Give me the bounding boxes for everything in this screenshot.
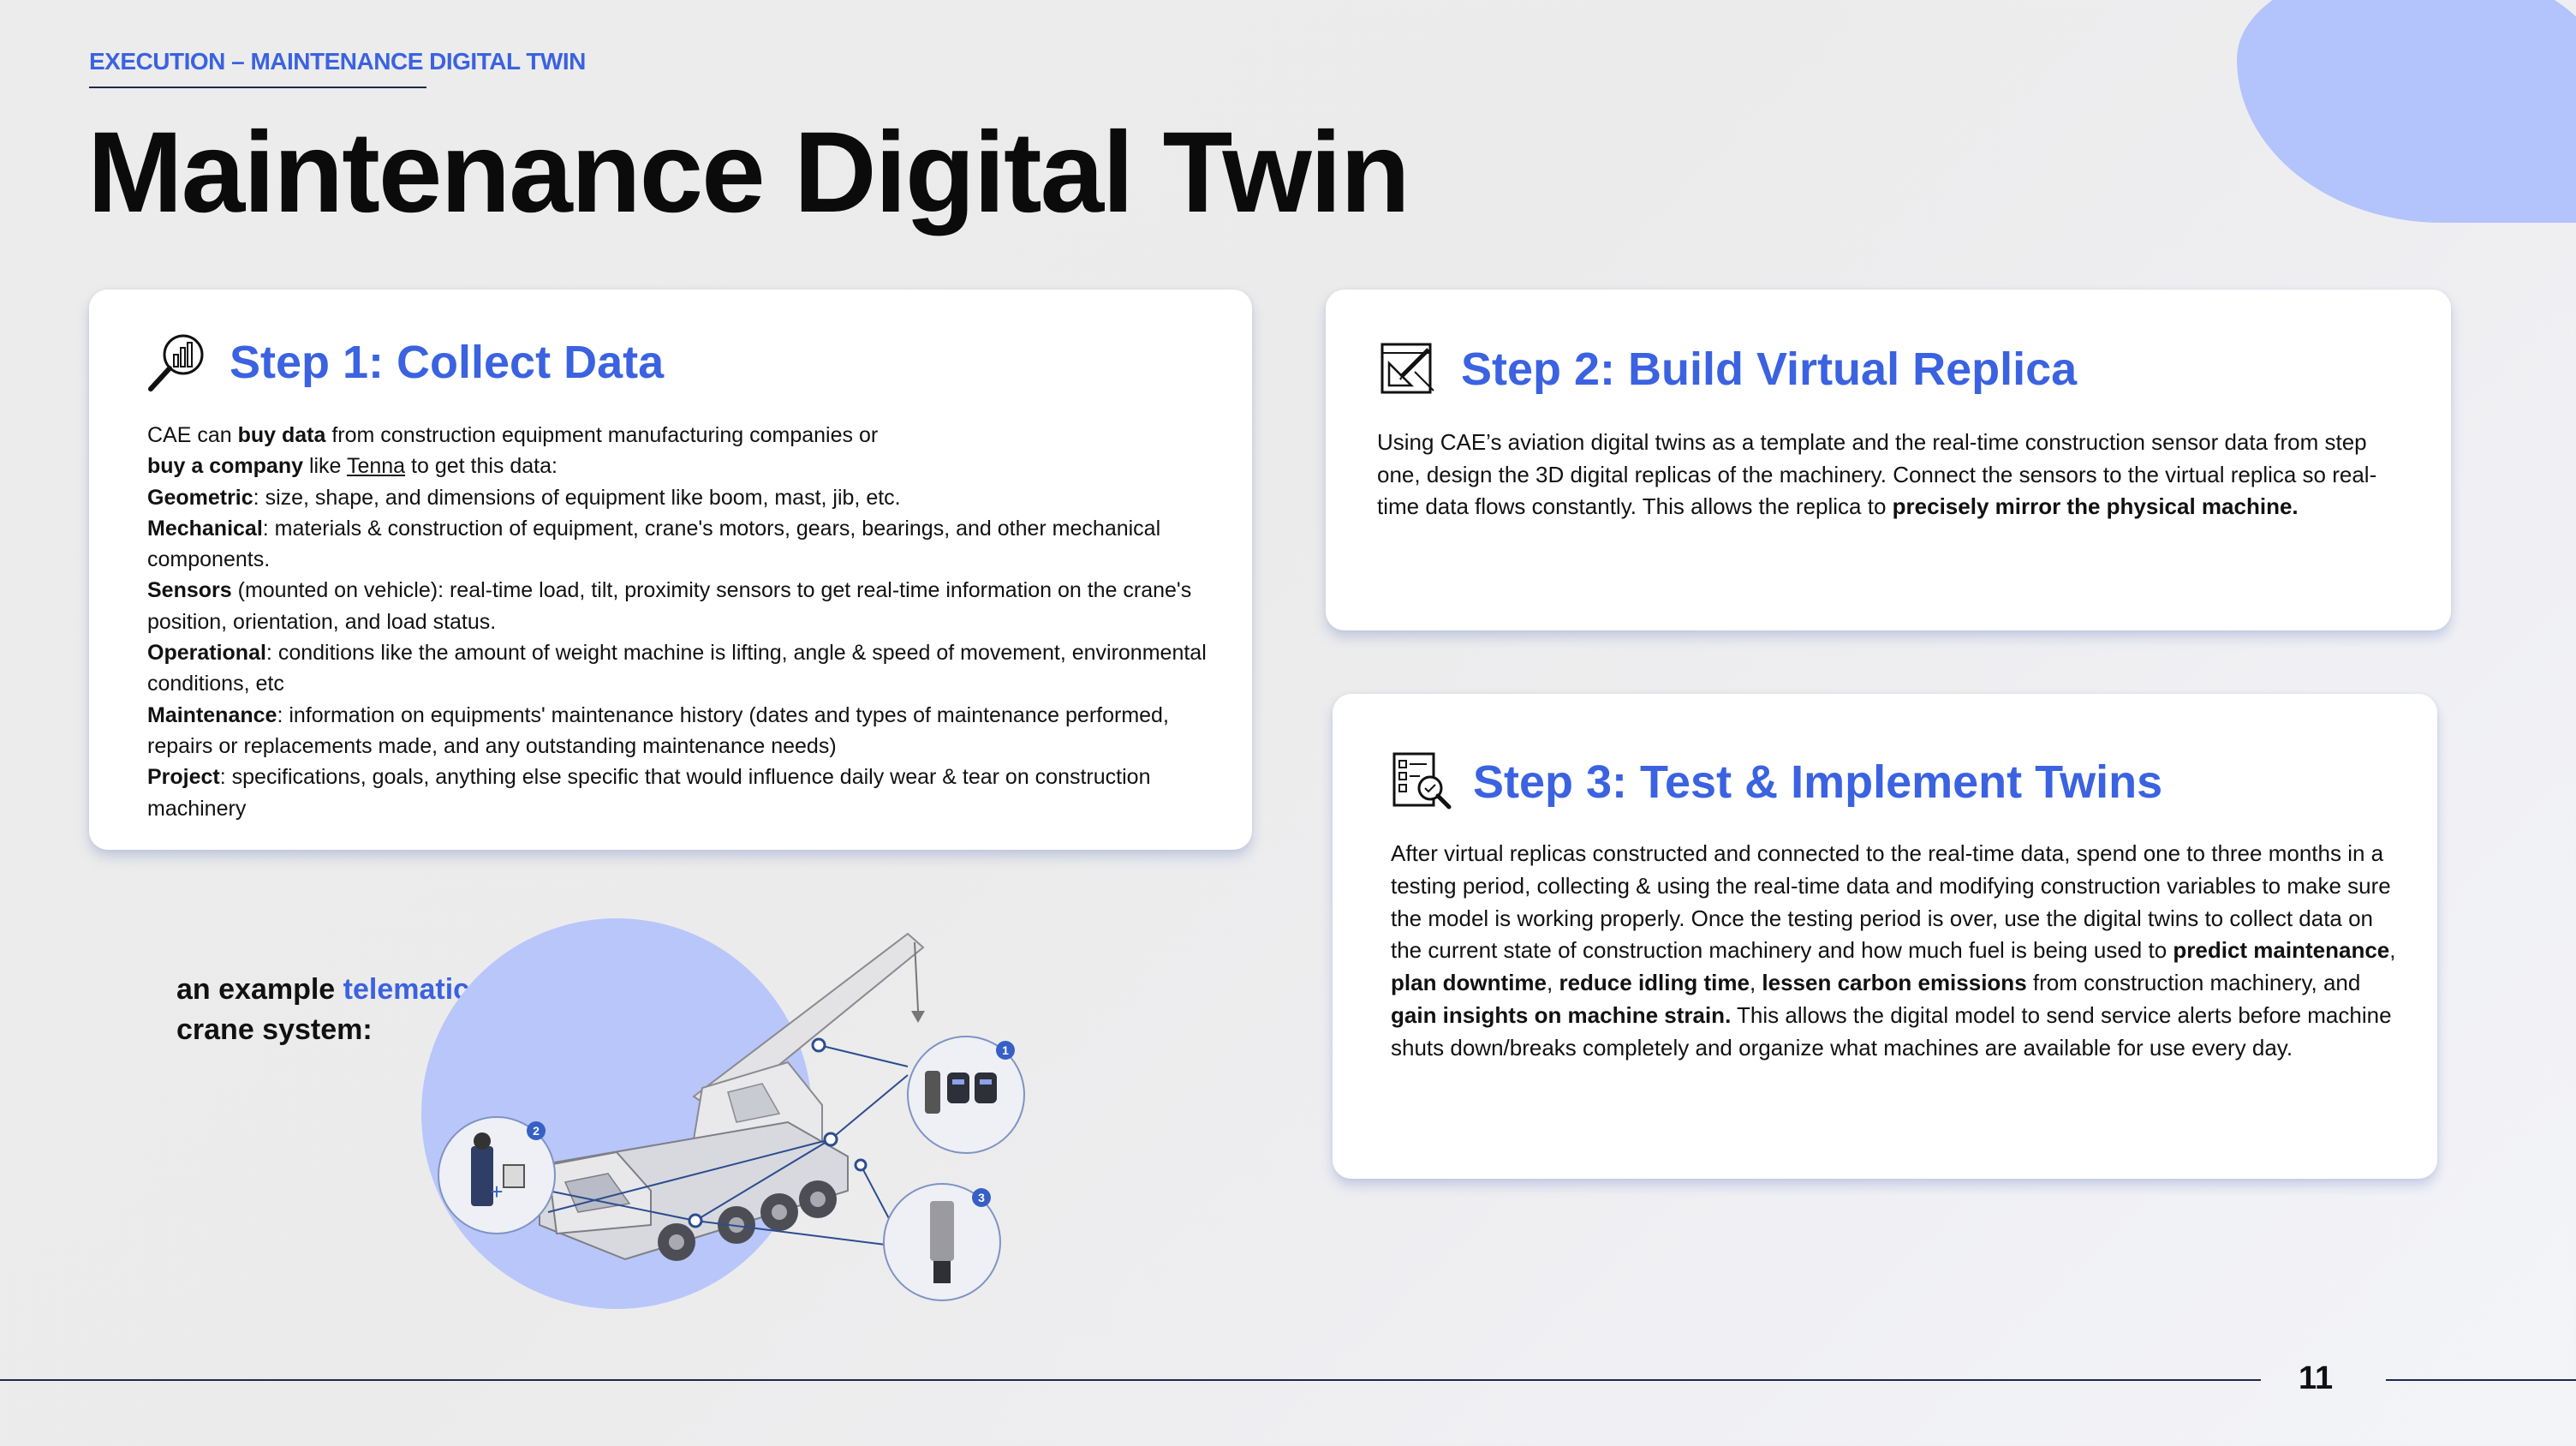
list-item: Maintenance: information on equipments' … bbox=[147, 702, 1169, 758]
step3-body: After virtual replicas constructed and c… bbox=[1391, 838, 2410, 1065]
step3-card: Step 3: Test & Implement Twins After vir… bbox=[1333, 694, 2437, 1179]
page-title: Maintenance Digital Twin bbox=[87, 109, 1410, 236]
tenna-link[interactable]: Tenna bbox=[346, 454, 406, 479]
step1-title: Step 1: Collect Data bbox=[230, 337, 665, 388]
step1-intro: CAE can buy data from construction equip… bbox=[147, 423, 879, 479]
step2-header: Step 2: Build Virtual Replica bbox=[1377, 338, 2077, 401]
crane-telematics-illustration: 1 + 2 3 bbox=[421, 918, 1025, 1309]
step1-body: CAE can buy data from construction equip… bbox=[147, 420, 1226, 824]
list-item: Operational: conditions like the amount … bbox=[147, 641, 1207, 696]
list-item: Sensors (mounted on vehicle): real-time … bbox=[147, 578, 1192, 634]
sensor-badge-1: 1 bbox=[1002, 1043, 1009, 1057]
footer-rule-left bbox=[0, 1379, 2261, 1381]
sensor-bubble-1: 1 bbox=[907, 1036, 1025, 1154]
step3-paragraph: After virtual replicas constructed and c… bbox=[1391, 840, 2396, 1061]
decorative-blob bbox=[2237, 0, 2576, 223]
step2-paragraph: Using CAE’s aviation digital twins as a … bbox=[1377, 429, 2377, 519]
sensor-bubble-3: 3 bbox=[883, 1183, 1001, 1301]
page-number: 11 bbox=[2299, 1360, 2334, 1396]
list-item: Mechanical: materials & construction of … bbox=[147, 516, 1161, 572]
magnifier-chart-icon bbox=[148, 334, 204, 391]
footer-rule-right bbox=[2386, 1379, 2576, 1381]
sensor-bubble-2: + 2 bbox=[438, 1116, 556, 1234]
step1-header: Step 1: Collect Data bbox=[146, 331, 664, 394]
step2-body: Using CAE’s aviation digital twins as a … bbox=[1377, 427, 2405, 523]
section-kicker: EXECUTION – MAINTENANCE DIGITAL TWIN bbox=[89, 48, 586, 75]
step2-title: Step 2: Build Virtual Replica bbox=[1461, 344, 2078, 395]
telematics-caption: an example telematics crane system: bbox=[176, 973, 486, 1046]
sensor-badge-2: 2 bbox=[533, 1124, 540, 1138]
list-item: Geometric: size, shape, and dimensions o… bbox=[147, 485, 901, 510]
step1-card: Step 1: Collect Data CAE can buy data fr… bbox=[89, 290, 1252, 850]
document-search-icon bbox=[1392, 752, 1452, 810]
svg-text:+: + bbox=[490, 1179, 503, 1204]
list-item: Project: specifications, goals, anything… bbox=[147, 765, 1151, 821]
crane-icon bbox=[539, 932, 925, 1261]
step2-card: Step 2: Build Virtual Replica Using CAE’… bbox=[1326, 290, 2451, 630]
blueprint-pencil-icon bbox=[1380, 343, 1434, 394]
step3-header: Step 3: Test & Implement Twins bbox=[1389, 750, 2162, 814]
sensor-node-icon bbox=[688, 1037, 868, 1228]
kicker-underline bbox=[89, 87, 426, 88]
sensor-badge-3: 3 bbox=[978, 1191, 985, 1204]
step3-title: Step 3: Test & Implement Twins bbox=[1473, 756, 2163, 808]
